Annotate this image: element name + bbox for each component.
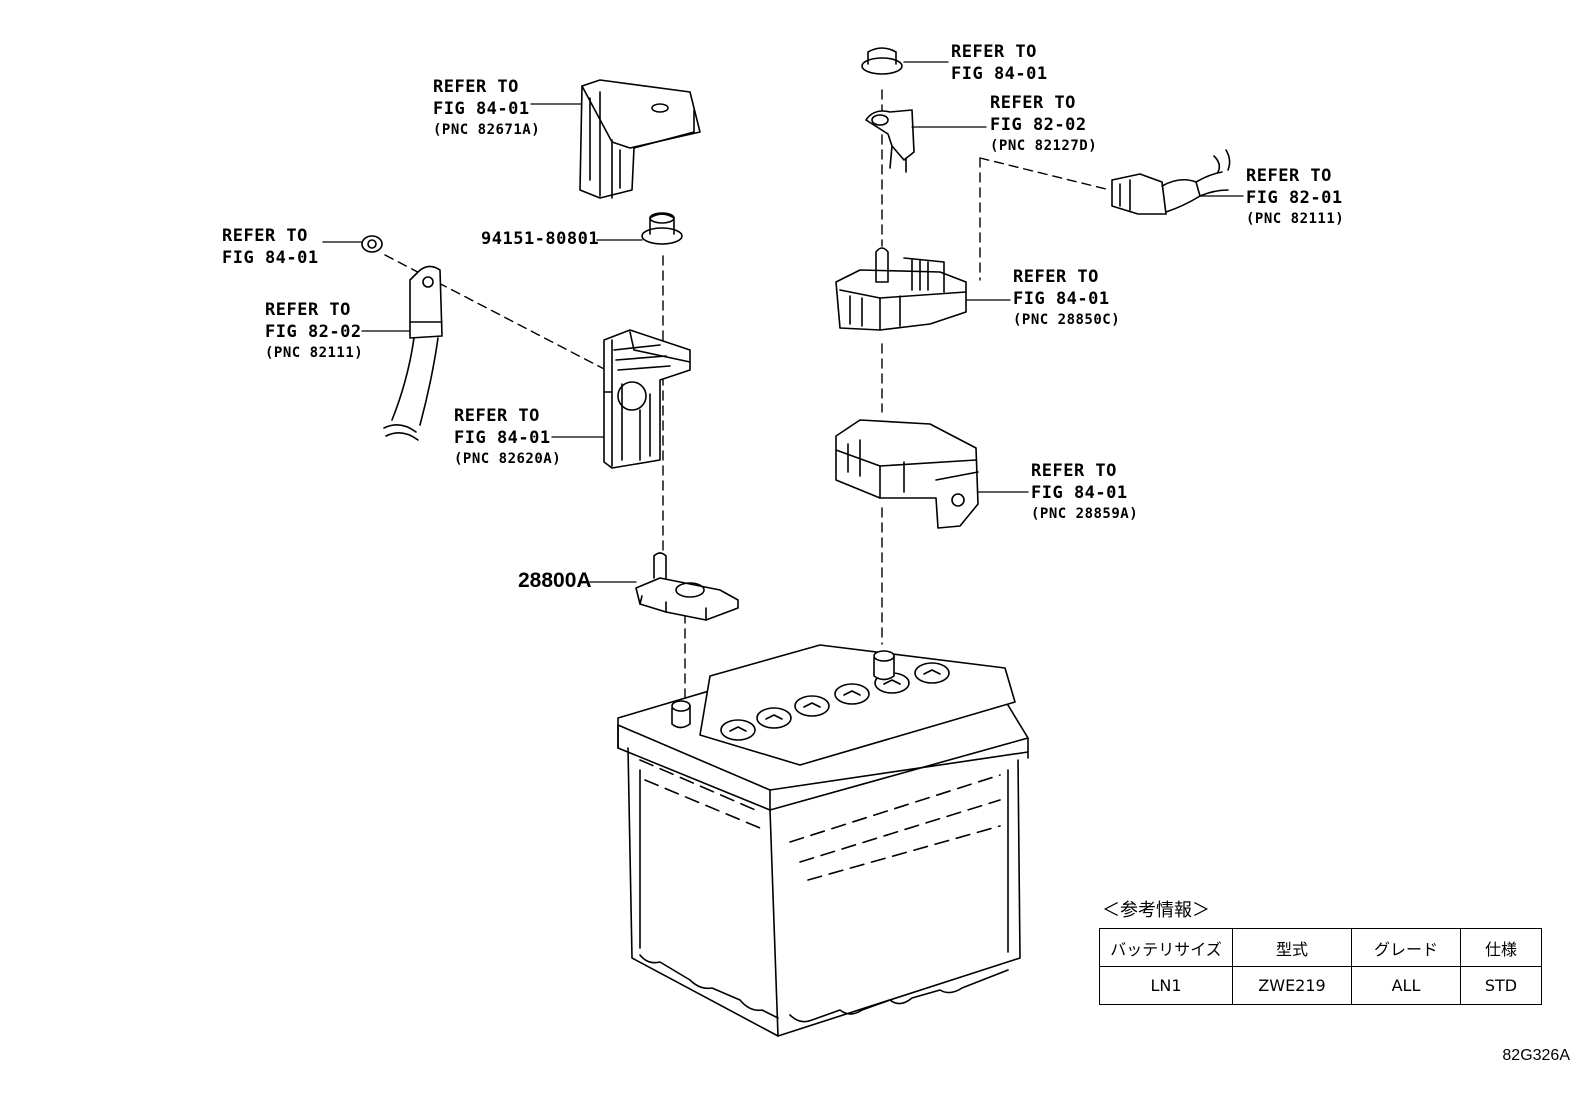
label-refer: REFER TO [951,42,1037,62]
label-refer: REFER TO [222,226,308,246]
label-bolt-left: REFER TO FIG 84-01 [222,225,319,269]
vent-caps [720,662,950,741]
label-fig: FIG 82-01 [1246,188,1343,208]
top-nut-illustration [861,47,903,75]
label-fig: FIG 84-01 [951,64,1048,84]
label-refer: REFER TO [265,300,351,320]
label-cable-left: REFER TO FIG 82-02 (PNC 82111) [265,299,363,363]
label-pnc: (PNC 28859A) [1031,506,1139,522]
label-bracket-right: REFER TO FIG 84-01 (PNC 28859A) [1031,460,1138,524]
label-holder-cover: REFER TO FIG 84-01 (PNC 82620A) [454,405,561,469]
label-fig: FIG 84-01 [433,99,530,119]
header-model: 型式 [1232,928,1352,967]
cell-spec: STD [1460,966,1542,1005]
bracket-illustration [835,419,979,529]
label-fig: FIG 84-01 [454,428,551,448]
reference-info-table: バッテリサイズ 型式 グレード 仕様 LN1 ZWE219 ALL STD [1099,928,1542,1005]
cell-grade: ALL [1351,966,1461,1005]
top-terminal-illustration [865,109,915,173]
label-refer: REFER TO [1031,461,1117,481]
cell-battery-size: LN1 [1099,966,1233,1005]
label-sensor-right: REFER TO FIG 84-01 (PNC 28850C) [1013,266,1120,330]
label-terminal-top: REFER TO FIG 82-02 (PNC 82127D) [990,92,1097,156]
label-refer: REFER TO [433,77,519,97]
label-pnc: (PNC 82111) [265,345,364,361]
label-nut-top: REFER TO FIG 84-01 [951,41,1048,85]
leader-lines [322,61,1244,583]
left-cable-illustration [361,235,443,441]
label-fig: FIG 84-01 [222,248,319,268]
label-connector-right: REFER TO FIG 82-01 (PNC 82111) [1246,165,1344,229]
label-refer: REFER TO [454,406,540,426]
label-pnc: (PNC 82127D) [990,138,1098,154]
assembly-lines [384,89,1111,701]
label-refer: REFER TO [1246,166,1332,186]
label-clamp-cover: REFER TO FIG 84-01 (PNC 82671A) [433,76,540,140]
holder-cover-illustration [603,329,691,469]
bolt-94151-illustration [641,212,683,245]
reference-info-title: ＜参考情報＞ [1102,900,1210,921]
label-pnc: (PNC 82671A) [433,122,541,138]
header-spec: 仕様 [1460,928,1542,967]
header-battery-size: バッテリサイズ [1099,928,1233,967]
header-grade: グレード [1351,928,1461,967]
label-pnc: (PNC 28850C) [1013,312,1121,328]
table-header-row: バッテリサイズ 型式 グレード 仕様 [1099,928,1542,967]
table-row: LN1 ZWE219 ALL STD [1099,966,1542,1005]
label-pnc: (PNC 82620A) [454,451,562,467]
label-fig: FIG 82-02 [990,115,1087,135]
label-part-94151: 94151-80801 [481,229,600,249]
label-fig: FIG 84-01 [1031,483,1128,503]
right-connector-illustration [1111,149,1231,215]
clamp-cover-illustration [579,79,701,199]
label-fig: FIG 84-01 [1013,289,1110,309]
figure-code: 82G326A [1502,1047,1570,1064]
label-fig: FIG 82-02 [265,322,362,342]
label-refer: REFER TO [1013,267,1099,287]
current-sensor-illustration [835,247,967,331]
battery-illustration [617,644,1029,1037]
label-part-28800A: 28800A [518,569,592,592]
terminal-28800A-illustration [635,552,739,621]
cell-model: ZWE219 [1232,966,1352,1005]
label-pnc: (PNC 82111) [1246,211,1345,227]
label-refer: REFER TO [990,93,1076,113]
